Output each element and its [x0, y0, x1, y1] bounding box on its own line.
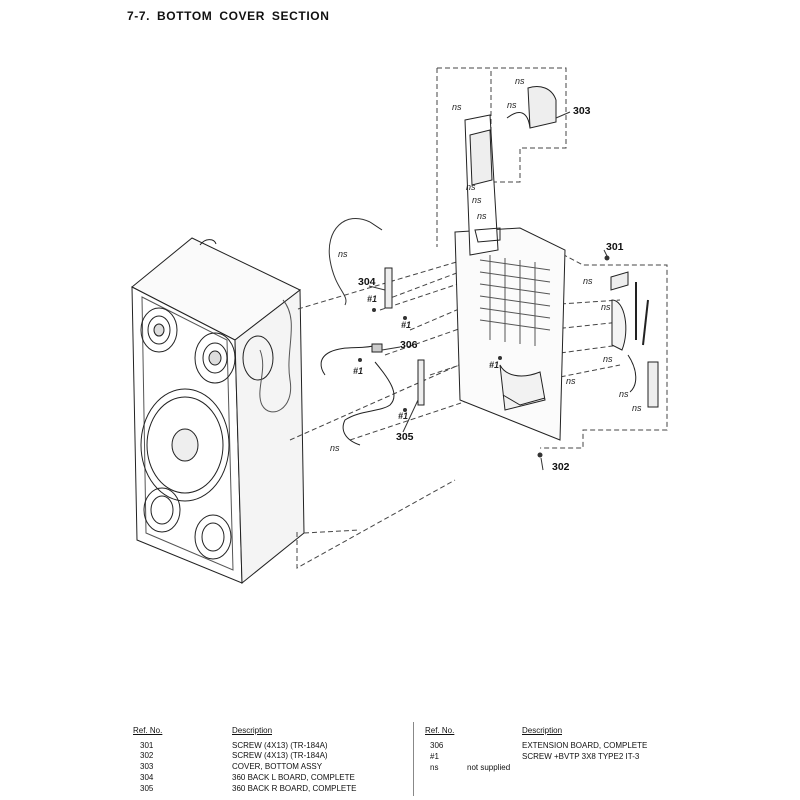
callout-303: 303	[573, 105, 591, 117]
part-ref: #1	[430, 752, 439, 761]
callout-306: 306	[400, 339, 418, 351]
ref-no-header: Ref. No.	[133, 726, 163, 735]
part-ref: 302	[140, 751, 154, 760]
part-ref: ns	[430, 763, 439, 772]
speaker-cabinet	[131, 237, 305, 585]
ns-label: ns	[507, 100, 517, 110]
ref-no-header-right: Ref. No.	[425, 726, 455, 735]
part-desc: not supplied	[467, 763, 511, 772]
ns-label: ns	[472, 195, 482, 205]
ns-label: ns	[477, 211, 487, 221]
ns-label: ns	[466, 182, 476, 192]
ns-label: ns	[583, 276, 593, 286]
ns-labels: ns ns ns ns ns ns ns ns ns ns ns ns ns n…	[330, 76, 642, 453]
description-header-right: Description	[522, 726, 563, 735]
part-desc: 360 BACK L BOARD, COMPLETE	[232, 773, 355, 782]
callout-302: 302	[552, 461, 570, 473]
screw-ref-label: #1	[353, 366, 363, 376]
ns-label: ns	[452, 102, 462, 112]
screw-ref-label: #1	[398, 411, 408, 421]
callout-304: 304	[358, 276, 376, 288]
part-ref: 304	[140, 773, 154, 782]
screw-ref-labels: #1 #1 #1 #1 #1	[353, 294, 499, 421]
screw-ref-label: #1	[367, 294, 377, 304]
part-desc: COVER, BOTTOM ASSY	[232, 762, 323, 771]
callout-301: 301	[606, 241, 624, 253]
part-desc: SCREW +BVTP 3X8 TYPE2 IT-3	[522, 752, 640, 761]
part-ref: 301	[140, 741, 154, 750]
part-desc: 360 BACK R BOARD, COMPLETE	[232, 784, 357, 793]
ns-label: ns	[515, 76, 525, 86]
part-desc: SCREW (4X13) (TR-184A)	[232, 751, 328, 760]
part-ref: 306	[430, 741, 444, 750]
description-header: Description	[232, 726, 273, 735]
callout-305: 305	[396, 431, 414, 443]
part-ref: 305	[140, 784, 154, 793]
bottom-cover-assembly	[454, 86, 566, 441]
screw-ref-label: #1	[489, 360, 499, 370]
board-and-cables	[320, 217, 425, 446]
ns-label: ns	[338, 249, 348, 259]
table-divider	[413, 722, 414, 796]
ns-label: ns	[566, 376, 576, 386]
ns-label: ns	[601, 302, 611, 312]
ns-label: ns	[603, 354, 613, 364]
side-bracket-parts	[610, 271, 659, 408]
part-ref: 303	[140, 762, 154, 771]
part-desc: SCREW (4X13) (TR-184A)	[232, 741, 328, 750]
part-desc: EXTENSION BOARD, COMPLETE	[522, 741, 648, 750]
screw-ref-label: #1	[401, 320, 411, 330]
ns-label: ns	[619, 389, 629, 399]
ns-label: ns	[330, 443, 340, 453]
page-title: 7-7. BOTTOM COVER SECTION	[127, 9, 330, 23]
ns-label: ns	[632, 403, 642, 413]
